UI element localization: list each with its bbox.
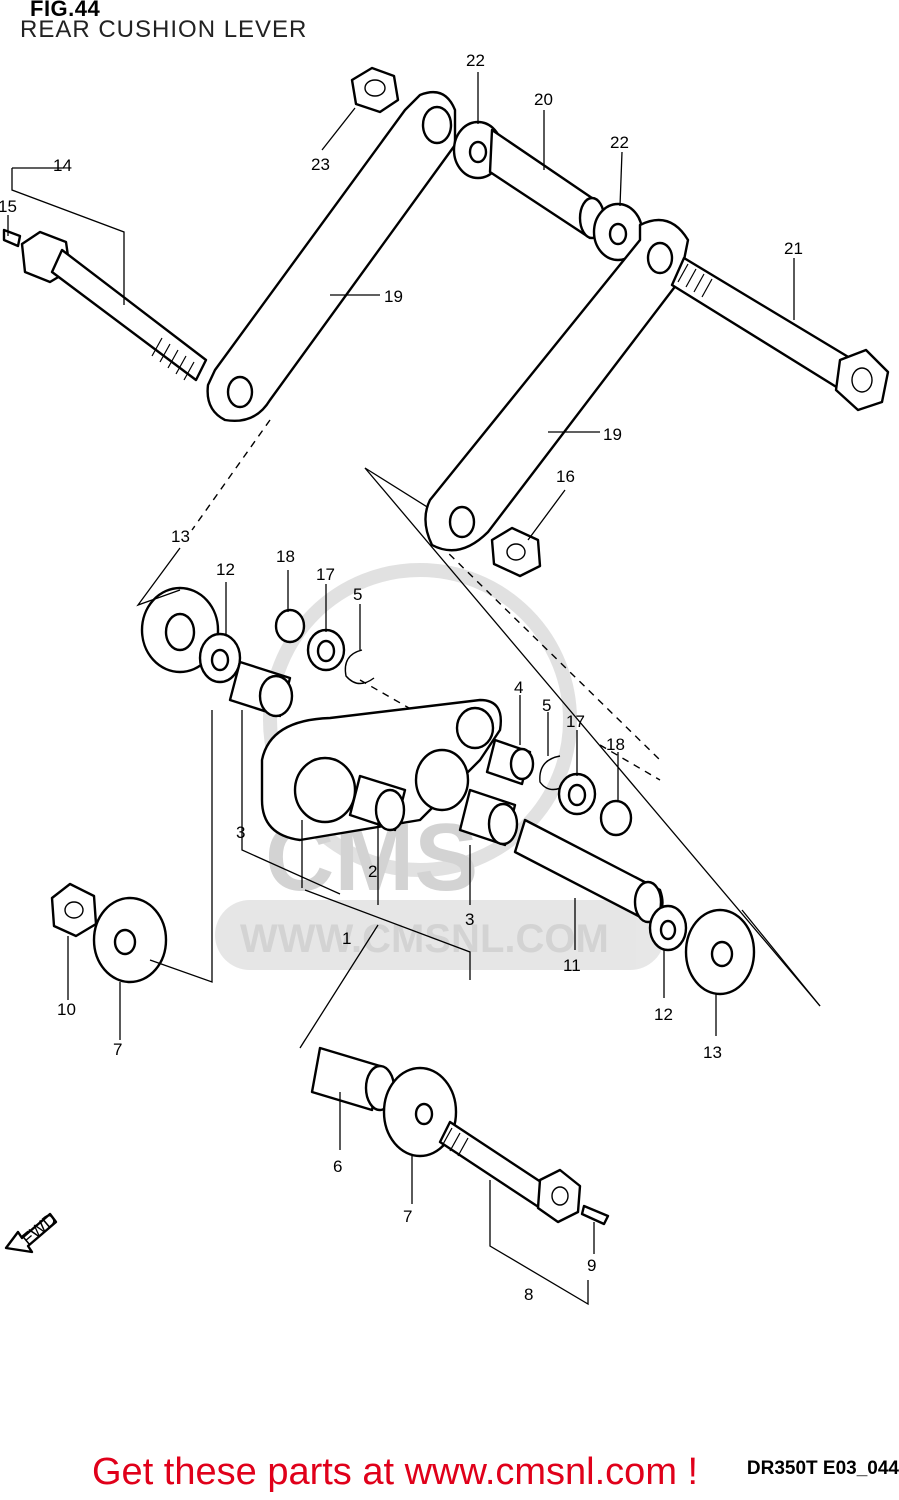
drawing-code: DR350T E03_044 bbox=[746, 1458, 899, 1479]
part-19-link-right bbox=[424, 218, 690, 552]
part-1-cushion-lever bbox=[260, 698, 502, 842]
callout-11: 11 bbox=[563, 956, 581, 975]
part-8-bolt bbox=[438, 1120, 582, 1224]
leader-lines bbox=[7, 72, 795, 1306]
part-4-bearing-small bbox=[485, 738, 535, 786]
part-19-link-left bbox=[206, 90, 457, 422]
part-3-bearing-left bbox=[228, 660, 294, 718]
callout-18-left: 18 bbox=[276, 547, 295, 566]
part-7-washer-lower bbox=[382, 1066, 458, 1158]
callout-16: 16 bbox=[556, 467, 575, 486]
fwd-label: FWD bbox=[18, 1209, 60, 1248]
part-2-bearing-center bbox=[348, 774, 407, 832]
part-16-nut bbox=[490, 526, 542, 578]
part-18-spacer-left bbox=[274, 608, 306, 644]
callout-3-left: 3 bbox=[236, 823, 245, 842]
watermark: CMS WWW.CMSNL.COM bbox=[215, 563, 665, 970]
part-21-bolt bbox=[670, 256, 890, 412]
part-18-spacer-right bbox=[599, 799, 633, 837]
callout-23: 23 bbox=[311, 155, 330, 174]
callout-13-left: 13 bbox=[171, 527, 190, 546]
part-7-washer-left bbox=[92, 896, 168, 984]
part-13-dust-seal-left bbox=[140, 586, 220, 674]
callout-7-lower: 7 bbox=[403, 1207, 412, 1226]
callout-14: 14 bbox=[53, 156, 72, 175]
callout-9: 9 bbox=[587, 1256, 596, 1275]
part-15-grease-nipple bbox=[2, 228, 22, 248]
callout-5-right: 5 bbox=[542, 696, 551, 715]
part-20-spacer bbox=[488, 128, 606, 240]
callout-17-left: 17 bbox=[316, 565, 335, 584]
part-14-bolt bbox=[20, 230, 208, 382]
promo-link[interactable]: Get these parts at www.cmsnl.com ! bbox=[92, 1451, 699, 1493]
part-17-seal-right bbox=[557, 772, 597, 816]
callout-18-right: 18 bbox=[606, 735, 625, 754]
part-6-spacer bbox=[310, 1046, 396, 1112]
callout-19-lower: 19 bbox=[603, 425, 622, 444]
callout-8: 8 bbox=[524, 1285, 533, 1304]
figure-title: REAR CUSHION LEVER bbox=[20, 16, 308, 43]
part-12-washer-left bbox=[198, 632, 242, 684]
part-9-grease-nipple bbox=[580, 1204, 610, 1226]
callout-15: 15 bbox=[0, 197, 17, 216]
callout-4: 4 bbox=[514, 678, 523, 697]
part-3-bearing-right bbox=[458, 788, 519, 847]
callout-20: 20 bbox=[534, 90, 553, 109]
callout-6: 6 bbox=[333, 1157, 342, 1176]
part-17-seal-left bbox=[306, 628, 346, 672]
callout-12-left: 12 bbox=[216, 560, 235, 579]
callout-7-left: 7 bbox=[113, 1040, 122, 1059]
part-12-washer-right bbox=[648, 904, 688, 952]
callout-13-right: 13 bbox=[703, 1043, 722, 1062]
callout-22-top: 22 bbox=[466, 51, 485, 70]
callout-19-upper: 19 bbox=[384, 287, 403, 306]
callout-22-right: 22 bbox=[610, 133, 629, 152]
part-5-circlip-left bbox=[344, 649, 375, 685]
callout-2: 2 bbox=[368, 862, 377, 881]
callout-1: 1 bbox=[342, 929, 351, 948]
callout-17-right: 17 bbox=[566, 712, 585, 731]
callout-12-right: 12 bbox=[654, 1005, 673, 1024]
callout-3-right: 3 bbox=[465, 910, 474, 929]
fwd-arrow-icon: FWD bbox=[4, 1209, 60, 1254]
part-23-nut bbox=[350, 66, 400, 114]
callout-21: 21 bbox=[784, 239, 803, 258]
part-13-dust-seal-right bbox=[684, 908, 756, 996]
figure-number: FIG.44 bbox=[30, 0, 101, 21]
callout-10: 10 bbox=[57, 1000, 76, 1019]
callout-labels: 1 2 3 3 4 5 5 6 7 7 8 9 10 11 12 12 13 1… bbox=[0, 51, 803, 1304]
part-5-circlip-right bbox=[539, 755, 569, 791]
callout-5-left: 5 bbox=[353, 585, 362, 604]
part-10-nut bbox=[50, 882, 98, 938]
watermark-url: WWW.CMSNL.COM bbox=[240, 917, 609, 961]
